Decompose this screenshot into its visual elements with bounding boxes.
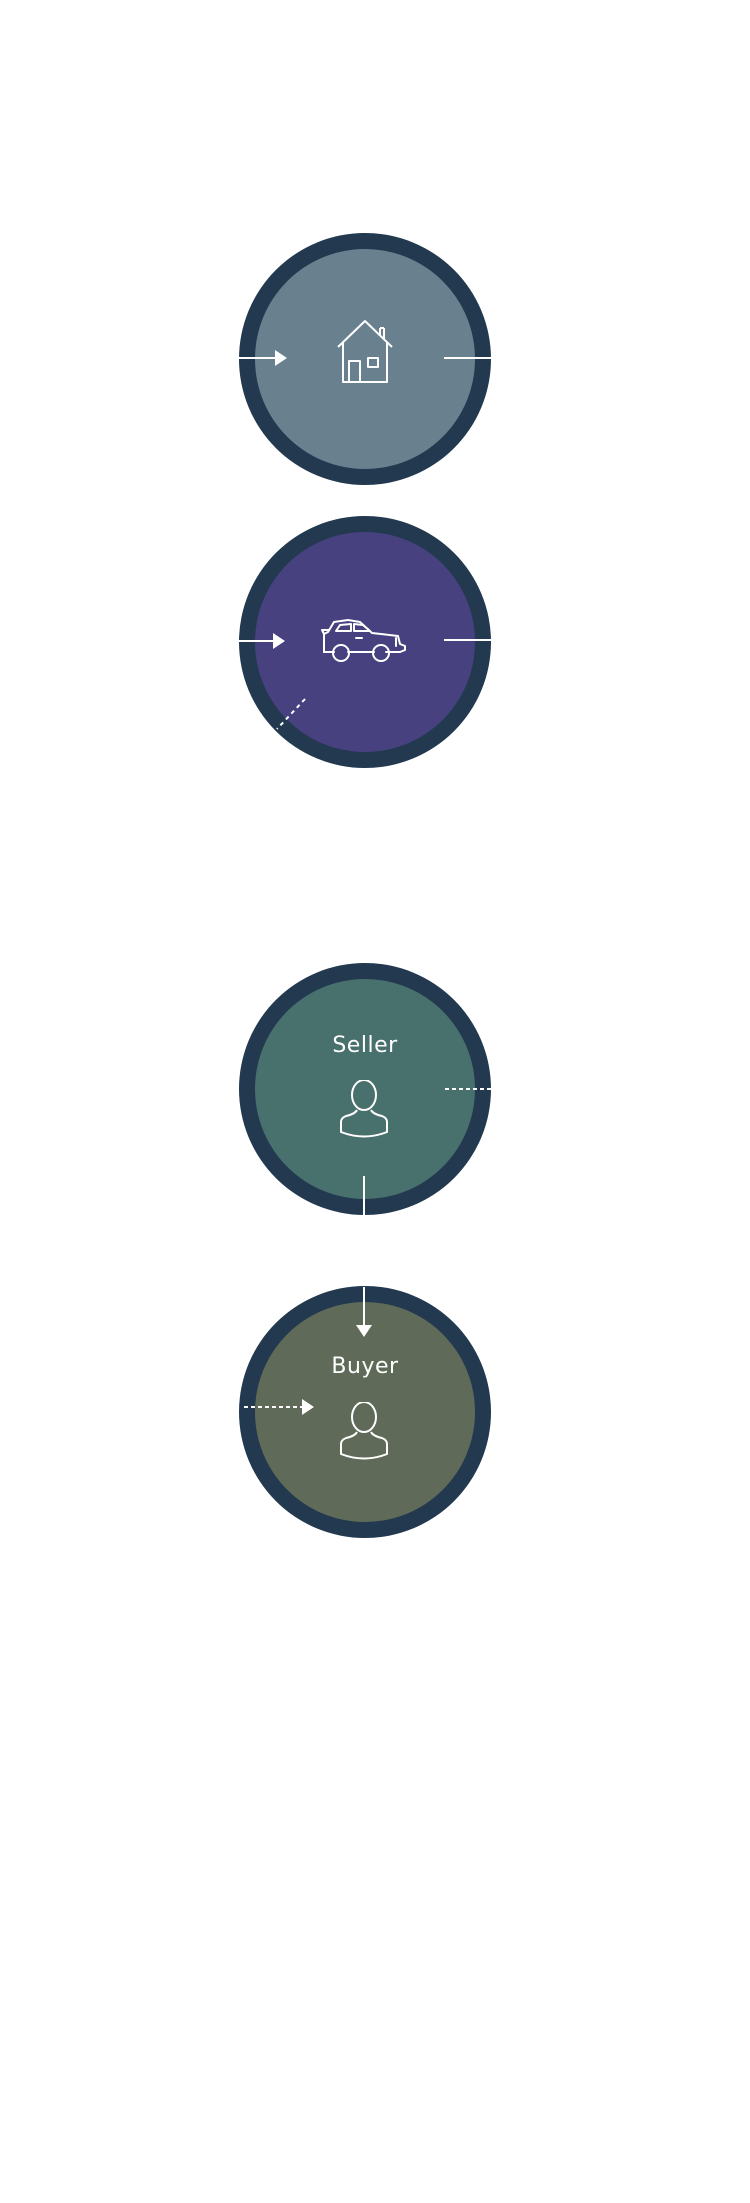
car-node (239, 516, 491, 768)
buyer-label: Buyer (331, 1354, 399, 1379)
car-node-fill (255, 532, 475, 752)
seller-node: Seller (239, 963, 491, 1215)
house-node-fill (255, 249, 475, 469)
car-icon (321, 619, 406, 662)
person-icon (340, 1080, 388, 1138)
person-icon (340, 1402, 388, 1460)
seller-node-fill: Seller (255, 979, 475, 1199)
buyer-node: Buyer (239, 1286, 491, 1538)
house-node (239, 233, 491, 485)
buyer-node-fill: Buyer (255, 1302, 475, 1522)
house-icon (337, 320, 393, 383)
seller-label: Seller (332, 1033, 398, 1058)
